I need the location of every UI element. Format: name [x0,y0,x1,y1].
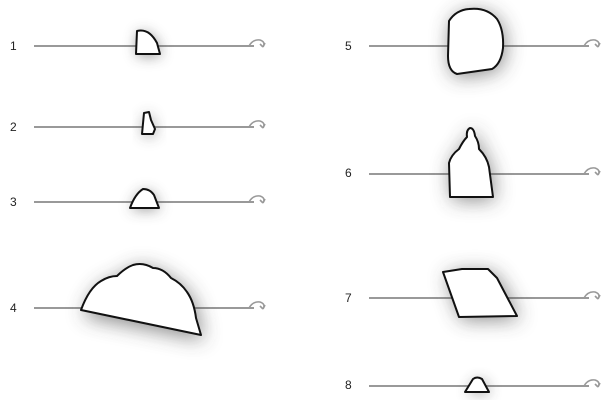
shape-6 [449,128,493,197]
row-number-5: 5 [345,39,352,53]
shape-1 [136,31,160,55]
row-5: 5 [345,9,600,77]
row-number-1: 1 [10,39,17,53]
shape-2 [142,112,155,134]
row-1: 1 [10,31,265,57]
row-7: 7 [345,269,600,320]
row-number-3: 3 [10,195,17,209]
row-number-2: 2 [10,120,17,134]
shape-3 [130,189,159,208]
row-2: 2 [10,112,265,136]
row-4: 4 [10,264,265,340]
row-number-7: 7 [345,291,352,305]
shape-5 [448,9,503,74]
row-8: 8 [345,378,600,395]
row-number-6: 6 [345,166,352,180]
row-number-8: 8 [345,378,352,392]
row-6: 6 [345,128,600,200]
shape-7 [443,269,517,317]
row-3: 3 [10,189,265,210]
row-number-4: 4 [10,301,17,315]
shape-8 [465,378,489,393]
